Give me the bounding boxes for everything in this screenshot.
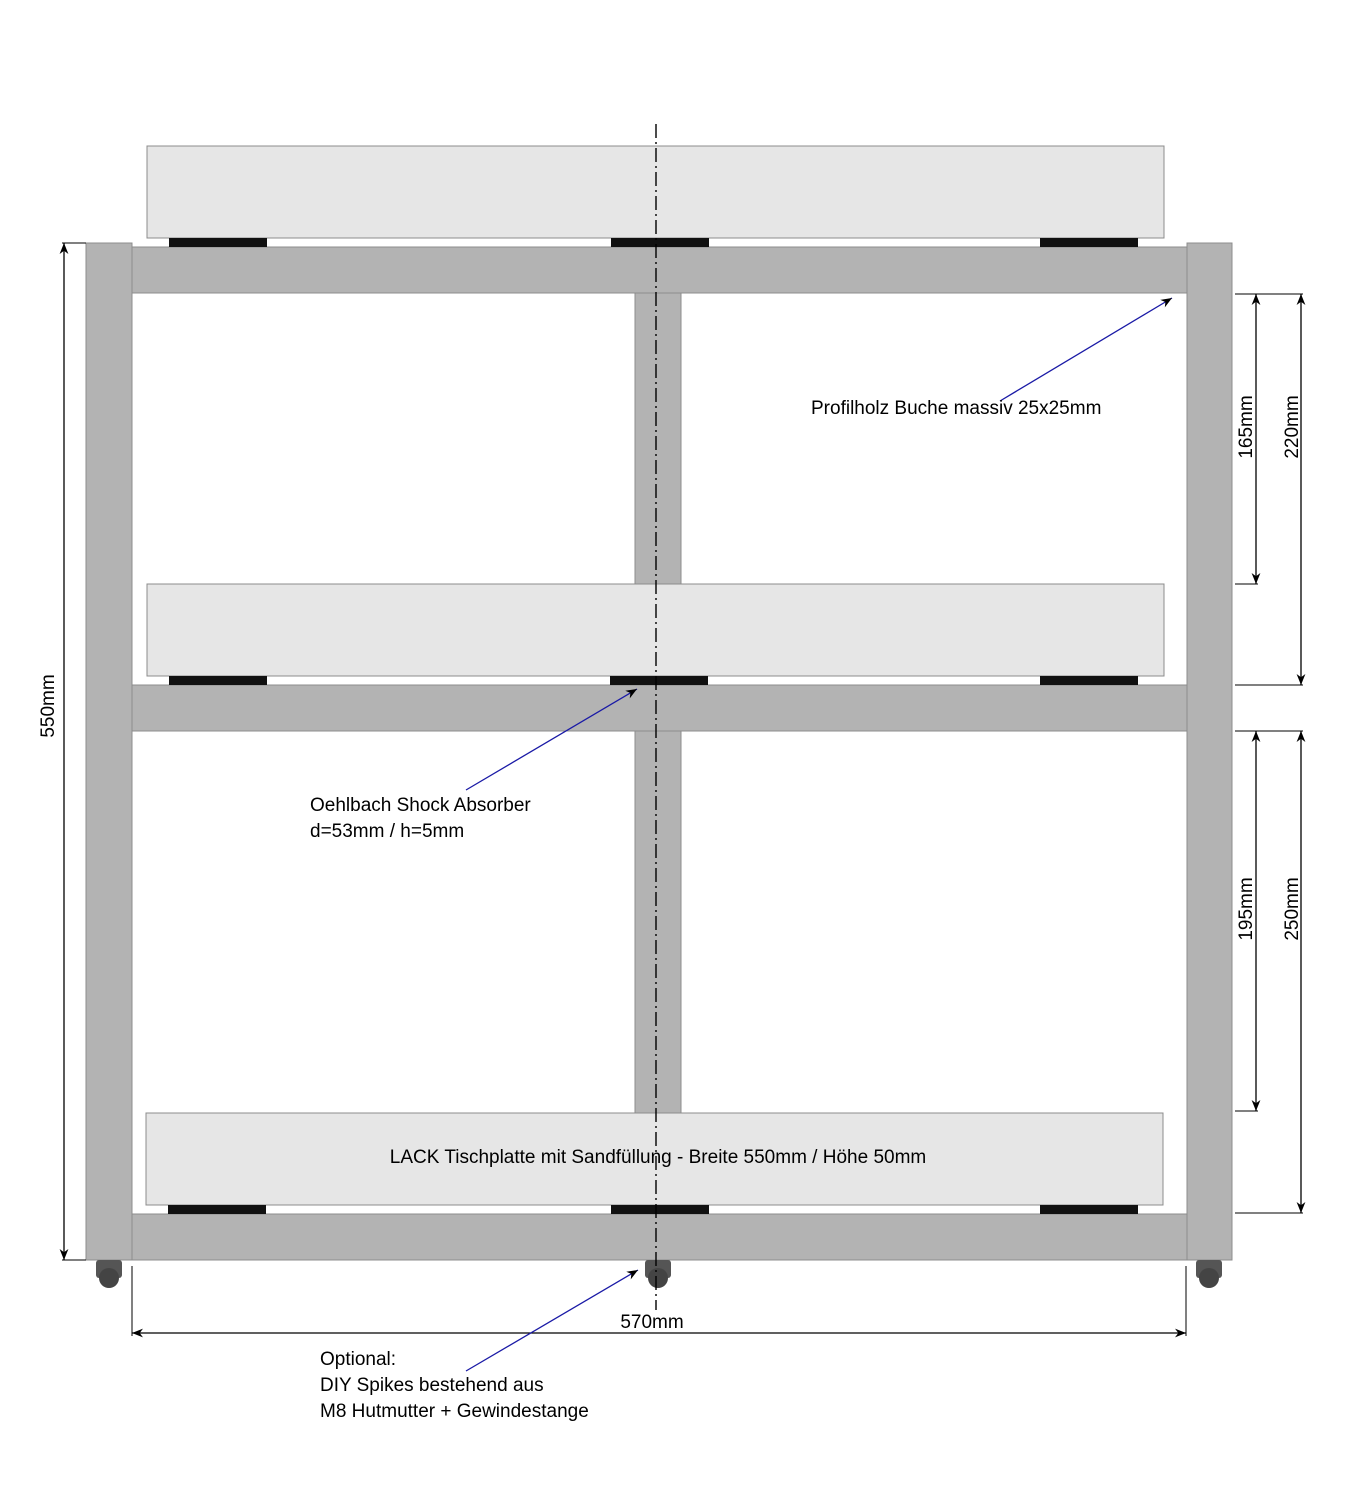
top-beam: [131, 246, 1188, 294]
pad-bottom-center: [611, 1205, 709, 1214]
center-post-upper: [634, 292, 682, 585]
label-lack-tabletop: LACK Tischplatte mit Sandfüllung - Breit…: [390, 1147, 926, 1168]
label-profilholz: Profilholz Buche massiv 25x25mm: [811, 398, 1101, 419]
pad-bottom-left: [168, 1205, 266, 1214]
bottom-beam: [131, 1213, 1188, 1261]
pad-top-right: [1040, 238, 1138, 247]
dimension-label-165: 165mm: [1236, 395, 1257, 458]
dimension-label-550: 550mm: [38, 674, 59, 737]
spike-left: [96, 1260, 122, 1288]
middle-beam: [131, 684, 1188, 732]
label-spikes-line3: M8 Hutmutter + Gewindestange: [320, 1401, 589, 1422]
label-absorber-line2: d=53mm / h=5mm: [310, 821, 464, 842]
pad-top-center: [611, 238, 709, 247]
dimension-label-250: 250mm: [1282, 877, 1303, 940]
pad-middle-right: [1040, 676, 1138, 685]
leader-spikes: [465, 1269, 639, 1372]
leader-profile: [999, 297, 1173, 402]
pad-top-left: [169, 238, 267, 247]
spike-right: [1196, 1260, 1222, 1288]
left-post: [85, 242, 133, 1261]
dimension-label-570: 570mm: [620, 1312, 683, 1333]
pad-middle-center: [610, 676, 708, 685]
label-optional: Optional:: [320, 1349, 396, 1370]
dimension-total-width: 570mm: [131, 1266, 1187, 1338]
dimension-label-220: 220mm: [1282, 395, 1303, 458]
dimension-upper: 165mm 220mm: [1235, 293, 1306, 686]
spike-center: [645, 1260, 671, 1288]
dimension-label-195: 195mm: [1236, 877, 1257, 940]
leader-absorber: [465, 688, 638, 791]
dimension-total-height: 550mm: [38, 242, 86, 1261]
dimension-lower: 195mm 250mm: [1235, 730, 1306, 1214]
label-absorber-line1: Oehlbach Shock Absorber: [310, 795, 531, 816]
center-post-lower: [634, 730, 682, 1114]
pad-bottom-right: [1040, 1205, 1138, 1214]
right-post: [1186, 242, 1233, 1261]
shock-absorber-pads: [168, 238, 1138, 1214]
label-spikes-line2: DIY Spikes bestehend aus: [320, 1375, 544, 1396]
pad-middle-left: [169, 676, 267, 685]
